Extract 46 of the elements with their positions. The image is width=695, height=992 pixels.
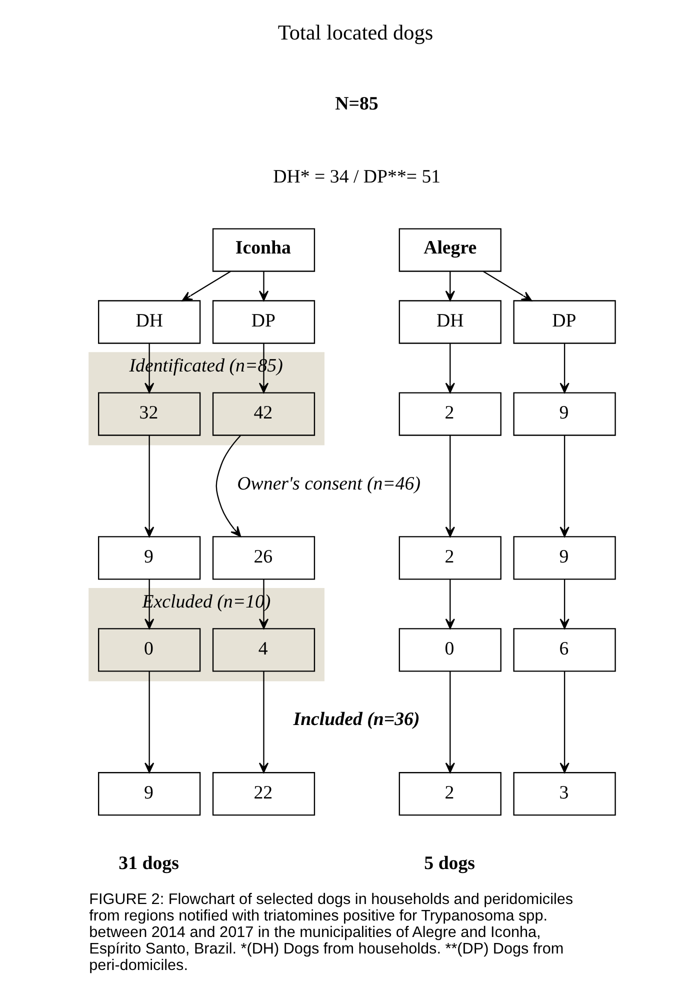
node-box: 2 [398, 392, 502, 436]
node-box: Alegre [398, 228, 502, 272]
node-box: 32 [98, 392, 201, 436]
arrow [482, 270, 532, 302]
label: Owner's consent (n=46) [237, 473, 421, 494]
node-box: 0 [398, 628, 502, 672]
label: DH* = 34 / DP**= 51 [273, 166, 441, 188]
node-box: 2 [398, 536, 502, 580]
node-box: 22 [212, 772, 316, 816]
node-box: 9 [513, 536, 616, 580]
arrow [258, 671, 269, 774]
node-box: DH [398, 300, 502, 344]
node-box: 42 [212, 392, 316, 436]
caption: FIGURE 2: Flowchart of selected dogs in households and peridomiciles from regions notified with triatomines positive for Trypanosoma spp. between 2014 and 2017 in the municipalities of Alegre and Iconha, Espírito Santo, Brazil. *(DH) Dogs from households. **(DP) Dogs from peri-domiciles. [89, 891, 574, 974]
arrow [560, 579, 570, 630]
node-box: DH [98, 300, 201, 344]
node-box: 2 [398, 772, 502, 816]
arrow [560, 344, 570, 394]
arrow [560, 435, 570, 538]
node-box: DP [212, 300, 316, 344]
label: Included (n=36) [293, 709, 420, 730]
node-box: 9 [513, 392, 616, 436]
node-box: 4 [212, 628, 316, 672]
node-box: 3 [513, 772, 616, 816]
node-box: DP [513, 300, 616, 344]
diagram-title: Total located dogs [278, 20, 434, 44]
node-box: 26 [212, 536, 316, 580]
label: 31 dogs [118, 853, 179, 874]
label: 5 dogs [424, 853, 476, 874]
node-box: 0 [98, 628, 201, 672]
arrow [445, 671, 455, 774]
arrow [445, 271, 455, 302]
arrow [445, 344, 455, 394]
arrow [182, 270, 231, 302]
arrow [144, 671, 154, 774]
arrow [216, 435, 242, 537]
node-box: 9 [98, 536, 201, 580]
arrow [144, 435, 154, 538]
node-box: Iconha [212, 228, 316, 272]
arrow [560, 671, 570, 774]
node-box: 6 [513, 628, 616, 672]
arrow [445, 579, 455, 630]
arrow [258, 271, 269, 302]
arrow [445, 435, 455, 538]
label: N=85 [335, 93, 378, 114]
node-box: 9 [98, 772, 201, 816]
